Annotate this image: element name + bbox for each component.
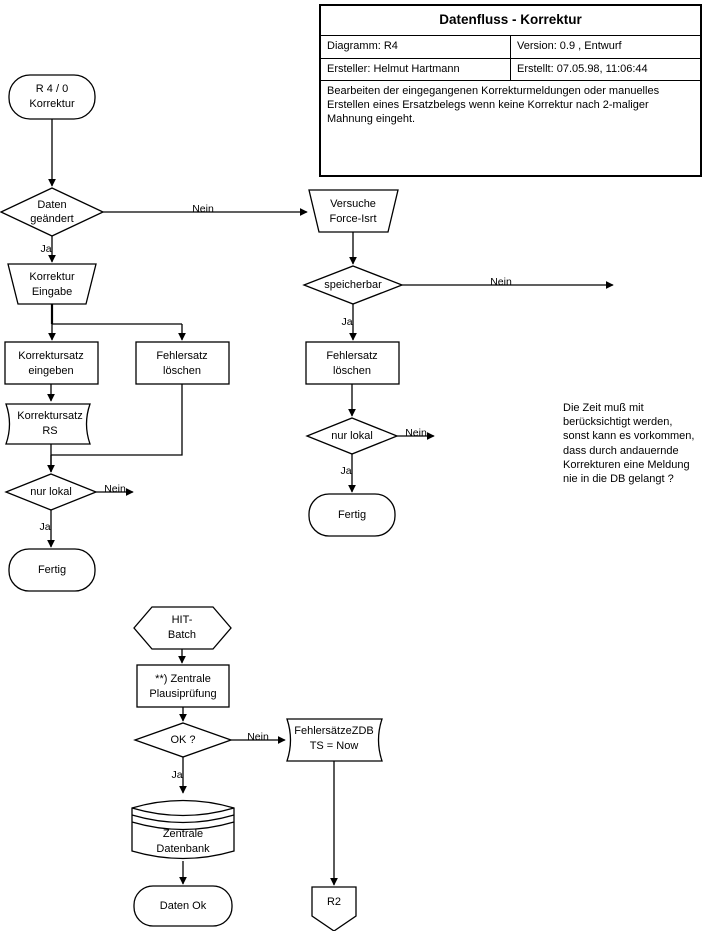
node-start-r4-line2: Korrektur — [29, 98, 75, 110]
node-versuche-force-line2: Force-Isrt — [329, 213, 376, 225]
node-fehlersatz-loeschen-left[interactable]: Fehlersatz löschen — [135, 341, 230, 385]
node-start-r4-line1: R 4 / 0 — [36, 83, 68, 95]
node-korrektur-eingabe[interactable]: Korrektur Eingabe — [7, 263, 97, 305]
node-nur-lokal-mid-label: nur lokal — [331, 430, 373, 442]
node-korrektursatz-rs-line2: RS — [42, 425, 57, 437]
node-fertig-mid-label: Fertig — [338, 509, 366, 521]
title-block-title: Datenfluss - Korrektur — [320, 5, 701, 36]
node-korrektur-eingabe-line2: Eingabe — [32, 286, 72, 298]
node-zentrale-datenbank-line1: Zentrale — [163, 828, 203, 840]
node-speicherbar[interactable]: speicherbar — [302, 265, 404, 305]
node-daten-ok-label: Daten Ok — [160, 900, 207, 912]
node-ok-frage[interactable]: OK ? — [133, 722, 233, 758]
node-fertig-left[interactable]: Fertig — [8, 548, 96, 592]
node-daten-geaendert[interactable]: Daten geändert — [0, 187, 105, 237]
node-r2-connector[interactable]: R2 — [311, 886, 357, 931]
node-daten-ok[interactable]: Daten Ok — [133, 885, 233, 927]
node-korrektursatz-rs-line1: Korrektursatz — [17, 410, 82, 422]
edge-label-ja-nurlokal-mid: Ja — [340, 465, 351, 477]
title-block-author: Ersteller: Helmut Hartmann — [320, 57, 511, 82]
node-plausi-line1: **) Zentrale — [155, 673, 211, 685]
node-fehlersatz-loeschen-left-line2: löschen — [163, 365, 201, 377]
edge-label-nein-speicherbar: Nein — [490, 276, 512, 288]
node-zentrale-datenbank[interactable]: Zentrale Datenbank — [131, 799, 235, 860]
node-korrektursatz-eingeben-line1: Korrektursatz — [18, 350, 83, 362]
node-fehlersatz-loeschen-left-line1: Fehlersatz — [156, 350, 207, 362]
node-daten-geaendert-line1: Daten — [37, 199, 66, 211]
node-korrektursatz-rs[interactable]: Korrektursatz RS — [5, 403, 91, 445]
node-zentrale-plausipruefung[interactable]: **) Zentrale Plausiprüfung — [136, 664, 230, 708]
title-block-created: Erstellt: 07.05.98, 11:06:44 — [510, 57, 701, 82]
node-fehlersaetze-zdb-line2: TS = Now — [310, 740, 359, 752]
node-hit-batch[interactable]: HIT- Batch — [133, 606, 232, 650]
title-block-version: Version: 0.9 , Entwurf — [510, 34, 701, 59]
node-nur-lokal-left-label: nur lokal — [30, 486, 72, 498]
node-zentrale-datenbank-line2: Datenbank — [156, 843, 210, 855]
node-hit-batch-line1: HIT- — [172, 614, 193, 626]
title-block-description: Bearbeiten der eingegangenen Korrekturme… — [320, 80, 701, 177]
node-r2-label: R2 — [327, 896, 341, 908]
edge-label-nein-nurlokal-left: Nein — [104, 483, 126, 495]
node-fehlersatz-loeschen-mid[interactable]: Fehlersatz löschen — [305, 341, 400, 385]
node-hit-batch-line2: Batch — [168, 629, 196, 641]
edge-fehlersatz-left-merge — [51, 384, 183, 456]
node-nur-lokal-left[interactable]: nur lokal — [4, 473, 98, 511]
node-versuche-force-isrt[interactable]: Versuche Force-Isrt — [308, 189, 399, 233]
node-fehlersatz-loeschen-mid-line2: löschen — [333, 365, 371, 377]
node-fehlersaetze-zdb[interactable]: FehlersätzeZDB TS = Now — [286, 718, 383, 762]
node-fehlersatz-loeschen-mid-line1: Fehlersatz — [326, 350, 377, 362]
node-versuche-force-line1: Versuche — [330, 198, 376, 210]
node-ok-frage-label: OK ? — [170, 734, 195, 746]
side-note-text: Die Zeit muß mit berücksichtigt werden, … — [563, 402, 695, 486]
edge-label-ja-nurlokal-left: Ja — [39, 521, 50, 533]
edge-label-nein-nurlokal-mid: Nein — [405, 427, 427, 439]
edge-label-ja-daten: Ja — [40, 243, 51, 255]
node-nur-lokal-mid[interactable]: nur lokal — [305, 417, 399, 455]
node-fehlersaetze-zdb-line1: FehlersätzeZDB — [294, 725, 373, 737]
node-korrektursatz-eingeben-line2: eingeben — [28, 365, 73, 377]
edge-label-nein-ok: Nein — [247, 731, 269, 743]
edge-label-ja-speicherbar: Ja — [341, 316, 352, 328]
title-block-diagram: Diagramm: R4 — [320, 34, 511, 59]
node-fertig-left-label: Fertig — [38, 564, 66, 576]
node-korrektursatz-eingeben[interactable]: Korrektursatz eingeben — [4, 341, 99, 385]
node-daten-geaendert-line2: geändert — [30, 213, 73, 225]
node-fertig-mid[interactable]: Fertig — [308, 493, 396, 537]
node-start-r4[interactable]: R 4 / 0 Korrektur — [8, 74, 96, 120]
node-korrektur-eingabe-line1: Korrektur — [29, 271, 75, 283]
edge-label-ja-ok: Ja — [171, 769, 182, 781]
title-block: Datenfluss - Korrektur Diagramm: R4 Vers… — [319, 4, 702, 178]
edge-label-nein-daten: Nein — [192, 203, 214, 215]
node-plausi-line2: Plausiprüfung — [149, 688, 216, 700]
node-speicherbar-label: speicherbar — [324, 279, 382, 291]
